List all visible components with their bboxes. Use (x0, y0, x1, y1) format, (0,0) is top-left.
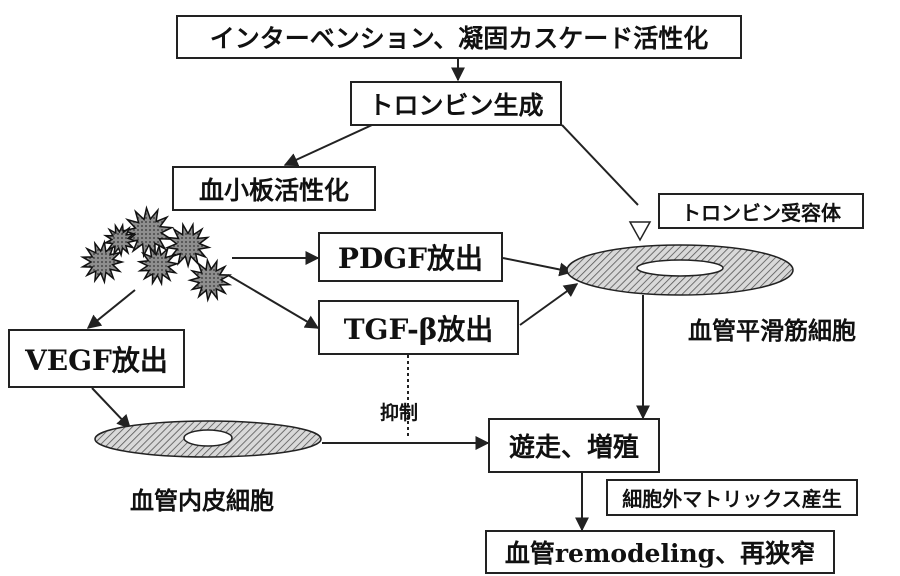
pdgf-release-box: PDGF放出 (318, 232, 503, 282)
smooth-muscle-cell-label: 血管平滑筋細胞 (688, 317, 856, 345)
endothelial-cell-icon (94, 420, 322, 458)
arrow-tgf-to-smc (519, 283, 579, 326)
arrow-thrombin-to-receptor (561, 124, 639, 206)
platelet-star-icon (102, 222, 138, 258)
platelet-star-icon (164, 221, 212, 269)
endothelial-cell-label: 血管内皮細胞 (130, 487, 274, 515)
remodeling-restenosis-box: 血管remodeling、再狭窄 (485, 530, 835, 574)
activated-platelets-icon (79, 205, 233, 303)
arrow-vegf-to-endothelial (91, 387, 131, 430)
arrow-pdgf-to-smc (502, 257, 574, 277)
platelet-star-icon (187, 257, 233, 303)
arrow-thrombin-to-platelet (283, 124, 373, 167)
platelet-activation-box: 血小板活性化 (172, 166, 376, 211)
platelet-star-icon (121, 205, 175, 259)
intervention-box: インターベンション、凝固カスケード活性化 (176, 15, 742, 59)
inhibit-label: 抑制 (380, 402, 419, 424)
thrombin-receptor-box: トロンビン受容体 (658, 193, 864, 229)
arrow-platelets-to-tgf (227, 274, 320, 329)
arrow-platelets-to-vegf (86, 289, 136, 329)
migration-proliferation-box: 遊走、増殖 (488, 418, 660, 473)
ecm-production-box: 細胞外マトリックス産生 (606, 479, 858, 516)
platelet-star-icon (136, 243, 180, 287)
thrombin-generation-box: トロンビン生成 (350, 81, 562, 126)
smooth-muscle-cell-icon (566, 244, 794, 296)
tgf-beta-release-box: TGF-β放出 (318, 300, 519, 355)
vegf-release-box: VEGF放出 (8, 329, 185, 388)
receptor-triangle-icon (628, 221, 652, 242)
